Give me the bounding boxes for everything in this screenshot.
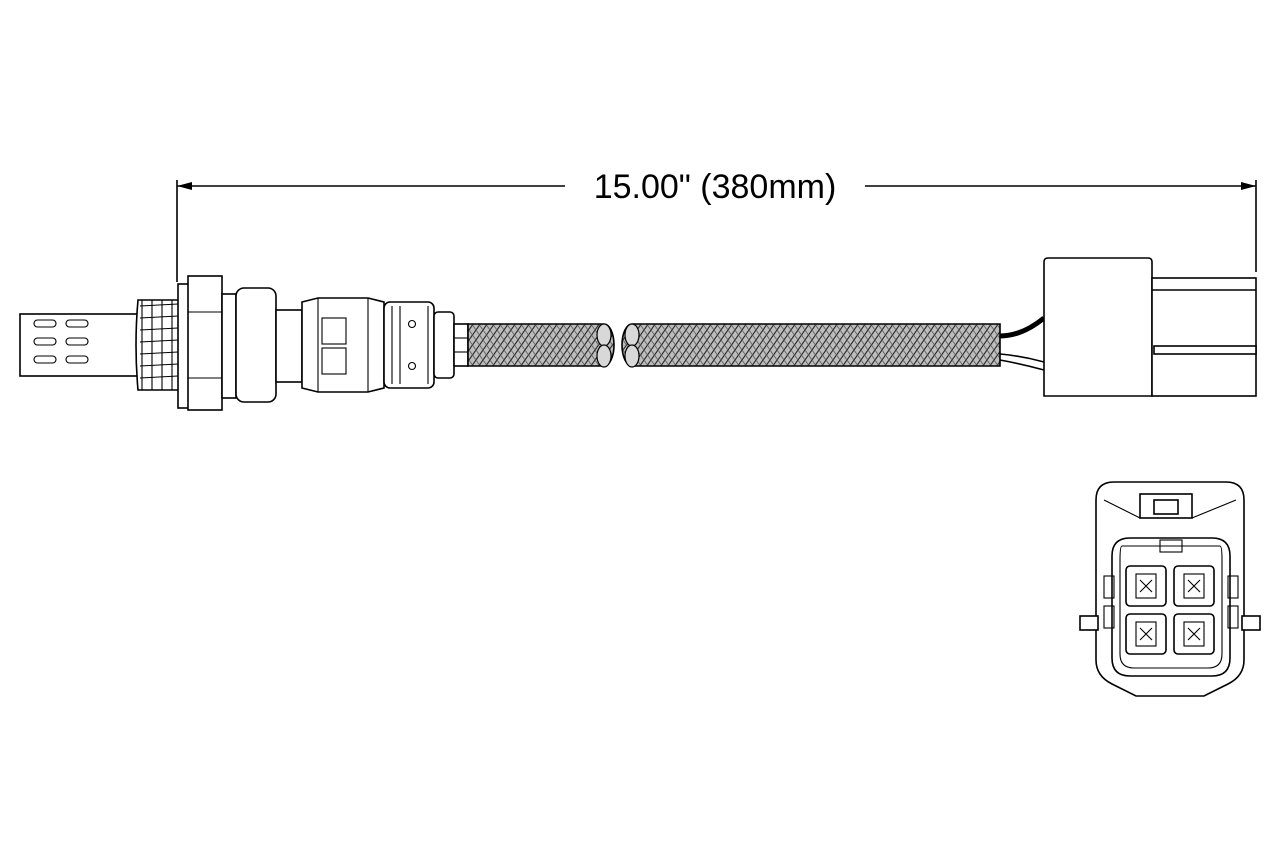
sensor-probe-tip bbox=[19, 313, 139, 377]
sensor-shell bbox=[235, 287, 385, 403]
connector-face-view bbox=[1079, 481, 1261, 697]
sensor-body bbox=[19, 275, 469, 411]
sensor-thread bbox=[135, 299, 181, 391]
connector-inner-cavity bbox=[1111, 537, 1231, 677]
braided-cable-left bbox=[467, 323, 615, 368]
connector-side-view bbox=[1043, 257, 1257, 397]
connector-side-tab-left bbox=[1079, 615, 1099, 631]
dimension-arrow-left bbox=[177, 182, 192, 190]
connector-side-tab-right bbox=[1241, 615, 1261, 631]
connector-terminals bbox=[1125, 565, 1215, 655]
sensor-crimp-sleeve bbox=[383, 301, 469, 389]
dimension-arrow-right bbox=[1241, 182, 1256, 190]
braided-cable-right bbox=[621, 323, 1001, 368]
sensor-hex-nut bbox=[177, 275, 237, 411]
exposed-wires bbox=[999, 316, 1046, 371]
length-dimension: 15.00" (380mm) bbox=[176, 168, 1257, 282]
dimension-label: 15.00" (380mm) bbox=[594, 168, 837, 206]
